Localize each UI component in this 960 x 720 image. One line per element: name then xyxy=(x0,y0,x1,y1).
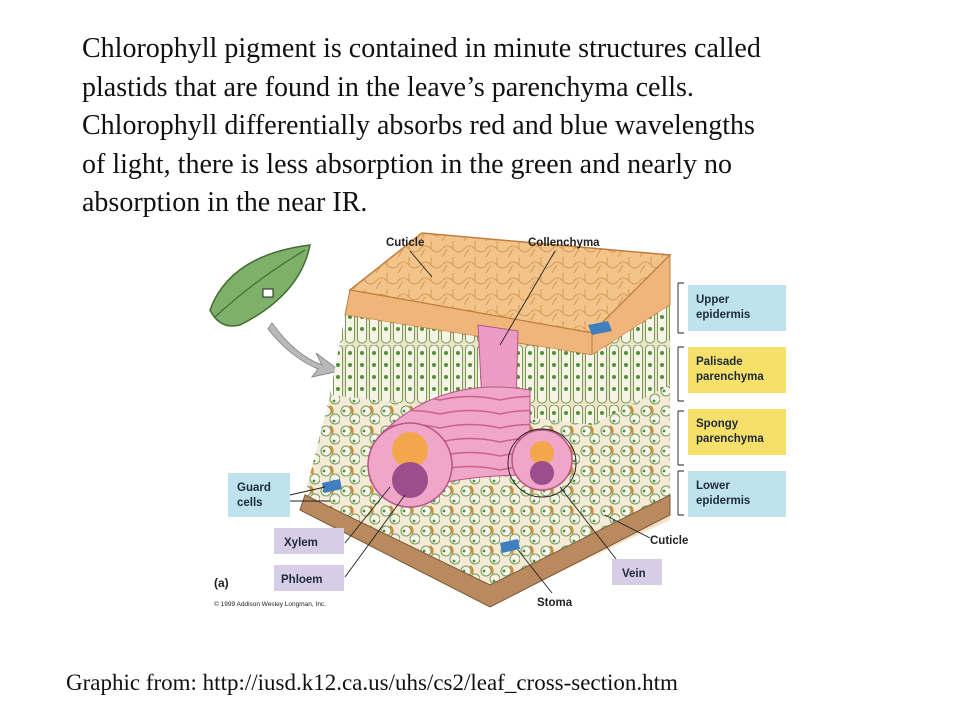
box-spongy-line1: Spongy xyxy=(696,418,739,430)
box-lower-epidermis xyxy=(688,471,786,517)
box-upper-epidermis-line2: epidermis xyxy=(696,309,750,321)
leader-lines xyxy=(289,250,684,594)
label-collenchyma: Collenchyma xyxy=(528,237,600,249)
body-line: Chlorophyll pigment is contained in minu… xyxy=(82,33,761,64)
body-paragraph: Chlorophyll pigment is contained in minu… xyxy=(82,30,882,223)
box-guard-cells xyxy=(228,473,290,517)
body-line: plastids that are found in the leave’s p… xyxy=(82,71,694,103)
box-palisade-line1: Palisade xyxy=(696,356,743,368)
box-xylem-label: Xylem xyxy=(284,537,318,549)
box-vein xyxy=(612,559,662,585)
box-palisade-line2: parenchyma xyxy=(696,371,764,383)
source-caption: Graphic from: http://iusd.k12.ca.us/uhs/… xyxy=(66,670,678,695)
body-line: absorption in the near IR. xyxy=(82,187,368,218)
box-palisade-parenchyma xyxy=(688,347,786,393)
box-phloem xyxy=(274,565,344,591)
box-vein-label: Vein xyxy=(622,568,646,580)
body-line: of light, there is less absorption in th… xyxy=(82,148,733,180)
leaf-cross-section-figure: Cuticle Collenchyma Upper epidermis Pali… xyxy=(209,232,786,609)
box-xylem xyxy=(274,528,344,554)
box-guard-line2: cells xyxy=(237,497,263,509)
box-phloem-label: Phloem xyxy=(281,574,323,586)
leaf-block-illustration xyxy=(299,232,672,608)
figure-copyright: © 1999 Addison Wesley Longman, Inc. xyxy=(214,600,326,608)
box-upper-epidermis xyxy=(688,285,786,331)
body-line: Chlorophyll differentially absorbs red a… xyxy=(82,110,755,141)
box-guard-line1: Guard xyxy=(237,482,271,494)
label-cuticle-bottom: Cuticle xyxy=(650,535,688,547)
label-cuticle-top: Cuticle xyxy=(386,237,424,249)
leaf-icon xyxy=(209,244,311,327)
arrow-icon xyxy=(267,322,342,378)
box-upper-epidermis-line1: Upper xyxy=(696,294,730,306)
box-spongy-line2: parenchyma xyxy=(696,433,764,445)
figure-panel-letter: (a) xyxy=(214,576,229,590)
label-stoma: Stoma xyxy=(537,597,573,609)
box-lower-epidermis-line2: epidermis xyxy=(696,495,750,507)
box-spongy-parenchyma xyxy=(688,409,786,455)
box-lower-epidermis-line1: Lower xyxy=(696,480,730,492)
